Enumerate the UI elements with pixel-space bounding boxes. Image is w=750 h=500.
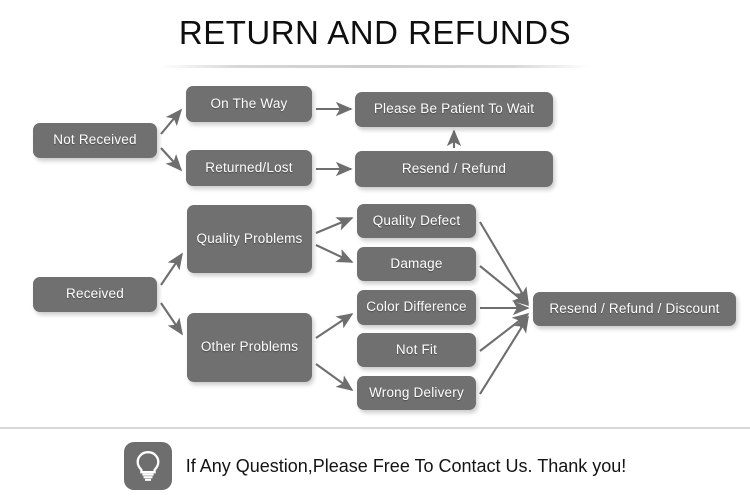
arrow-not-received-to-on-the-way	[160, 108, 183, 135]
flow-node-resend-refund-discount: Resend / Refund / Discount	[533, 292, 736, 326]
page-title: RETURN AND REFUNDS	[178, 14, 572, 51]
title-divider	[160, 65, 590, 68]
arrow-damage-to-final	[479, 265, 530, 307]
arrow-not-fit-to-final	[479, 312, 530, 352]
flow-node-be-patient: Please Be Patient To Wait	[355, 92, 553, 127]
flow-node-quality-problems: Quality Problems	[187, 205, 312, 273]
arrow-quality-defect-to-final	[479, 221, 529, 305]
arrow-wrong-delivery-to-final	[479, 315, 529, 395]
lightbulb-icon	[123, 442, 172, 490]
flow-node-color-difference: Color Difference	[357, 290, 476, 325]
footer: If Any Question,Please Free To Contact U…	[0, 432, 750, 500]
arrow-not-received-to-returned-lost	[160, 147, 183, 172]
flow-node-damage: Damage	[357, 247, 476, 281]
flow-node-on-the-way: On The Way	[186, 86, 312, 122]
flow-node-not-fit: Not Fit	[357, 333, 476, 367]
flow-node-received: Received	[33, 277, 157, 312]
arrow-other-problems-to-color-difference	[315, 313, 354, 339]
footer-text: If Any Question,Please Free To Contact U…	[185, 455, 627, 476]
flow-node-quality-defect: Quality Defect	[357, 204, 476, 238]
arrow-other-problems-to-wrong-delivery	[315, 363, 354, 391]
flow-node-not-received: Not Received	[33, 123, 157, 158]
flow-node-wrong-delivery: Wrong Delivery	[357, 376, 476, 410]
flow-node-resend-refund: Resend / Refund	[355, 151, 553, 187]
flow-node-returned-lost: Returned/Lost	[186, 150, 312, 186]
footer-divider	[0, 427, 750, 429]
arrow-received-to-other-problems	[160, 302, 183, 336]
arrow-quality-problems-to-damage	[315, 244, 354, 263]
flow-node-other-problems: Other Problems	[187, 313, 312, 382]
arrow-received-to-quality-problems	[160, 252, 183, 286]
arrow-quality-problems-to-quality-defect	[315, 217, 354, 234]
